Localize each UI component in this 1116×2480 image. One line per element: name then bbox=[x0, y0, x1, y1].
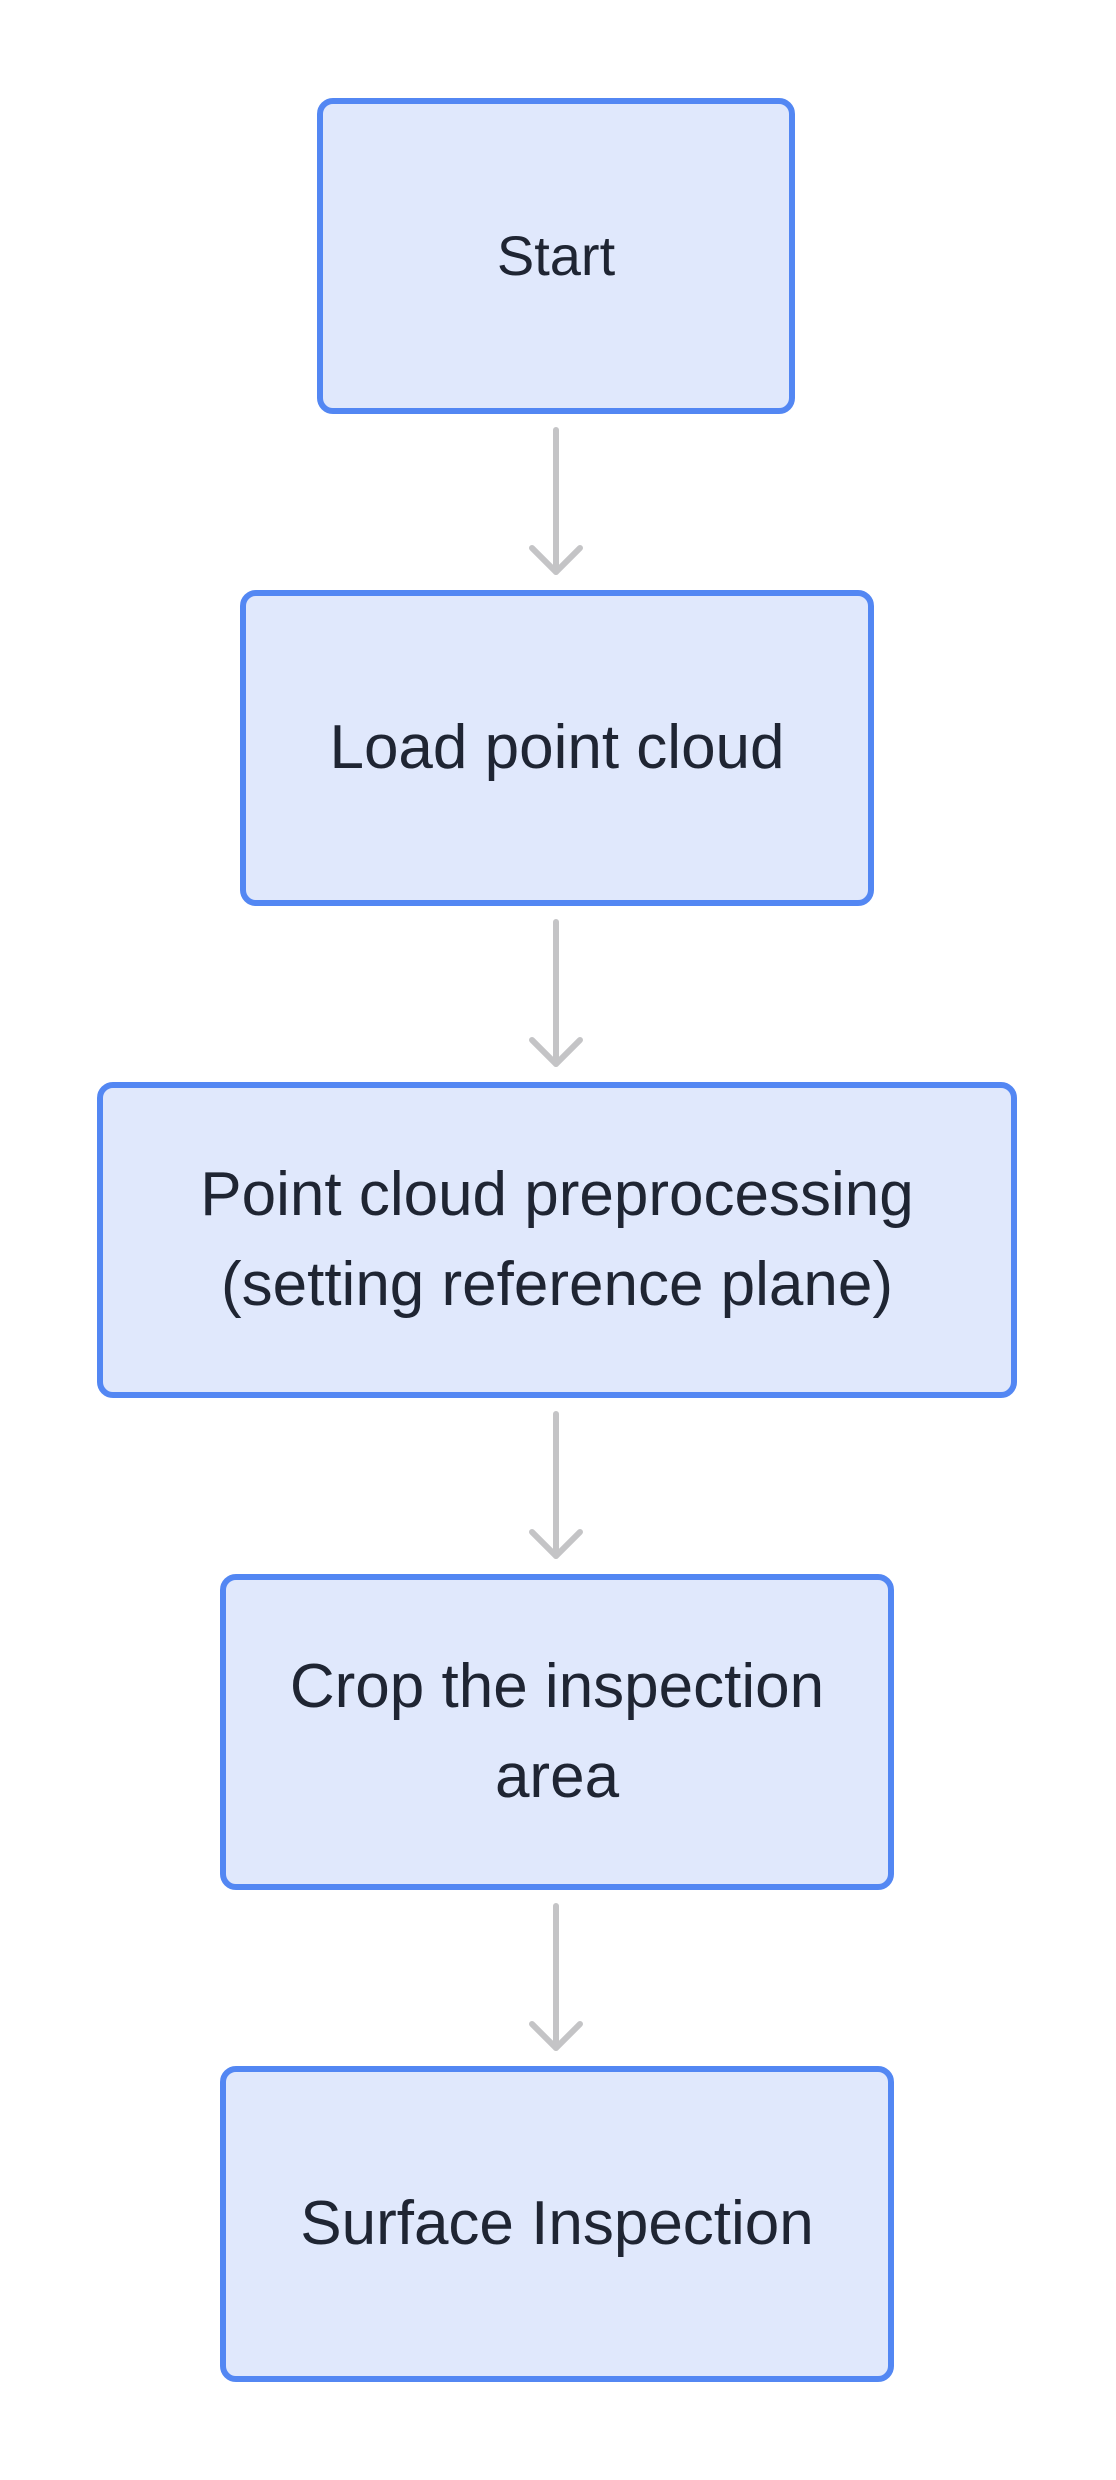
arrow-crop-to-surface bbox=[529, 1903, 583, 2051]
arrow-load-to-preprocess bbox=[529, 919, 583, 1067]
node-load-point-cloud-label: Load point cloud bbox=[329, 713, 785, 783]
arrow-start-to-load bbox=[529, 427, 583, 575]
node-start: Start bbox=[317, 98, 795, 414]
node-surface-inspection: Surface Inspection bbox=[220, 2066, 894, 2382]
node-crop-inspection-area-label: Crop the inspection area bbox=[289, 1652, 825, 1811]
node-point-cloud-preprocessing: Point cloud preprocessing (setting refer… bbox=[97, 1082, 1017, 1398]
arrow-preprocess-to-crop bbox=[529, 1411, 583, 1559]
node-point-cloud-preprocessing-label: Point cloud preprocessing (setting refer… bbox=[200, 1160, 914, 1319]
node-surface-inspection-label: Surface Inspection bbox=[300, 2189, 814, 2259]
node-start-label: Start bbox=[496, 224, 616, 288]
node-load-point-cloud: Load point cloud bbox=[240, 590, 874, 906]
node-crop-inspection-area: Crop the inspection area bbox=[220, 1574, 894, 1890]
